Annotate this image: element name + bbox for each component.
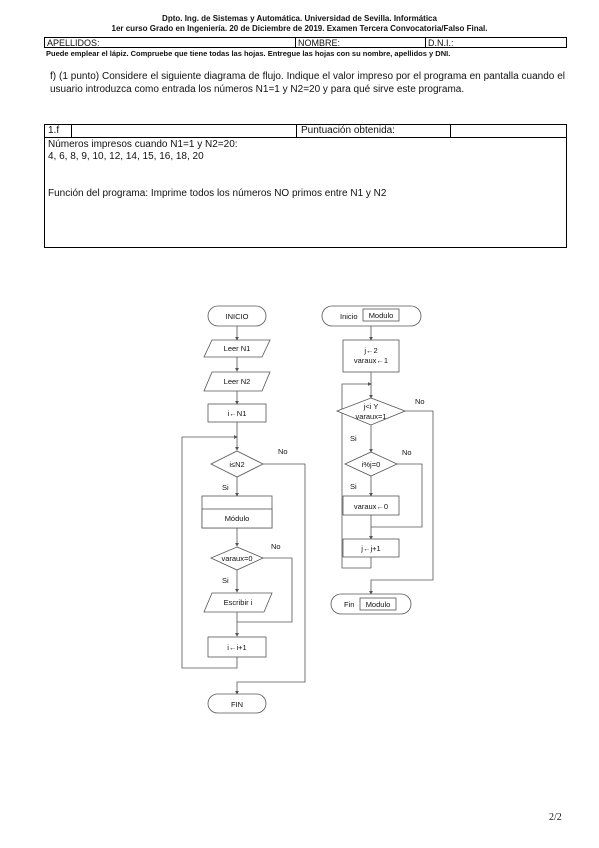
end-terminal bbox=[207, 693, 267, 714]
module-init-line1: j←2 bbox=[363, 346, 377, 355]
apellidos-label: APELLIDOS: bbox=[47, 38, 100, 48]
start-terminal bbox=[207, 305, 267, 327]
module-flowchart: Inicio Modulo j←2 varaux←1 j<i Y varaux=… bbox=[321, 305, 434, 615]
printed-label: Números impresos cuando N1=1 y N2=20: bbox=[48, 139, 238, 150]
module-call-inner bbox=[201, 508, 273, 529]
module-end-prefix: Fin bbox=[344, 600, 354, 609]
header-line-2: 1er curso Grado en Ingeniería. 20 de Dic… bbox=[111, 24, 488, 33]
print-i-label: Escribir i bbox=[224, 598, 253, 607]
module-start-prefix: Inicio bbox=[340, 312, 358, 321]
end-label: FIN bbox=[231, 700, 243, 709]
module-init-process bbox=[342, 339, 400, 373]
varaux-si-label: Si bbox=[222, 576, 229, 585]
increment-j-label: j←j+1 bbox=[360, 544, 380, 553]
module-mod-no-label: No bbox=[402, 448, 412, 457]
nombre-label: NOMBRE: bbox=[298, 38, 341, 48]
dni-label: D.N.I.: bbox=[428, 38, 454, 48]
page-number: 2/2 bbox=[549, 812, 562, 823]
module-mod-si-label: Si bbox=[350, 482, 357, 491]
varaux-condition-label: varaux=0 bbox=[221, 554, 252, 563]
module-mod-decision bbox=[344, 451, 398, 477]
read-n2-label: Leer N2 bbox=[224, 377, 251, 386]
set-varaux-process bbox=[342, 495, 400, 516]
loop-si-label: Si bbox=[222, 483, 229, 492]
module-init-line2: varaux←1 bbox=[354, 356, 388, 365]
increment-i-process bbox=[207, 636, 267, 658]
start-label: INICIO bbox=[226, 312, 249, 321]
loop-no-label: No bbox=[278, 447, 288, 456]
module-call-label: Módulo bbox=[225, 514, 250, 523]
module-mod-label: i%j=0 bbox=[362, 460, 381, 469]
module-end-name-box bbox=[359, 597, 397, 611]
varaux-decision bbox=[210, 546, 264, 571]
module-loop-decision bbox=[335, 397, 407, 426]
module-loop-no-label: No bbox=[415, 397, 425, 406]
printed-values: 4, 6, 8, 9, 10, 12, 14, 15, 16, 18, 20 bbox=[48, 151, 204, 162]
loop-condition-decision bbox=[210, 450, 264, 478]
loop-condition-label: i≤N2 bbox=[229, 460, 244, 469]
varaux-no-label: No bbox=[271, 542, 281, 551]
score-label: Puntuación obtenida: bbox=[301, 125, 395, 136]
student-id-table: APELLIDOS: NOMBRE: D.N.I.: bbox=[44, 37, 567, 48]
module-start-name: Modulo bbox=[369, 311, 394, 320]
main-flowchart: INICIO Leer N1 Leer N2 i←N1 i≤N2 No Si M… bbox=[181, 305, 306, 714]
module-loop-line1: j<i Y bbox=[363, 402, 379, 411]
read-n2-io bbox=[203, 371, 271, 392]
assign-i-process bbox=[207, 403, 267, 423]
read-n1-io bbox=[203, 339, 271, 358]
set-varaux-label: varaux←0 bbox=[354, 502, 388, 511]
module-loop-si-label: Si bbox=[350, 434, 357, 443]
increment-i-label: i←i+1 bbox=[227, 643, 246, 652]
read-n1-label: Leer N1 bbox=[224, 344, 251, 353]
question-text: f) (1 punto) Considere el siguiente diag… bbox=[50, 71, 565, 95]
header-line-1: Dpto. Ing. de Sistemas y Automática. Uni… bbox=[162, 14, 437, 23]
increment-j-process bbox=[342, 538, 400, 558]
module-end-name: Modulo bbox=[366, 600, 391, 609]
instructions-note: Puede emplear el lápiz. Compruebe que ti… bbox=[46, 49, 451, 58]
print-i-io bbox=[203, 592, 273, 613]
program-function: Función del programa: Imprime todos los … bbox=[48, 188, 387, 199]
answer-box: 1.f Puntuación obtenida: Números impreso… bbox=[44, 124, 567, 248]
module-start-name-box bbox=[362, 308, 400, 322]
module-loop-line2: varaux=1 bbox=[355, 412, 386, 421]
answer-code: 1.f bbox=[48, 125, 60, 136]
assign-i-label: i←N1 bbox=[228, 409, 247, 418]
